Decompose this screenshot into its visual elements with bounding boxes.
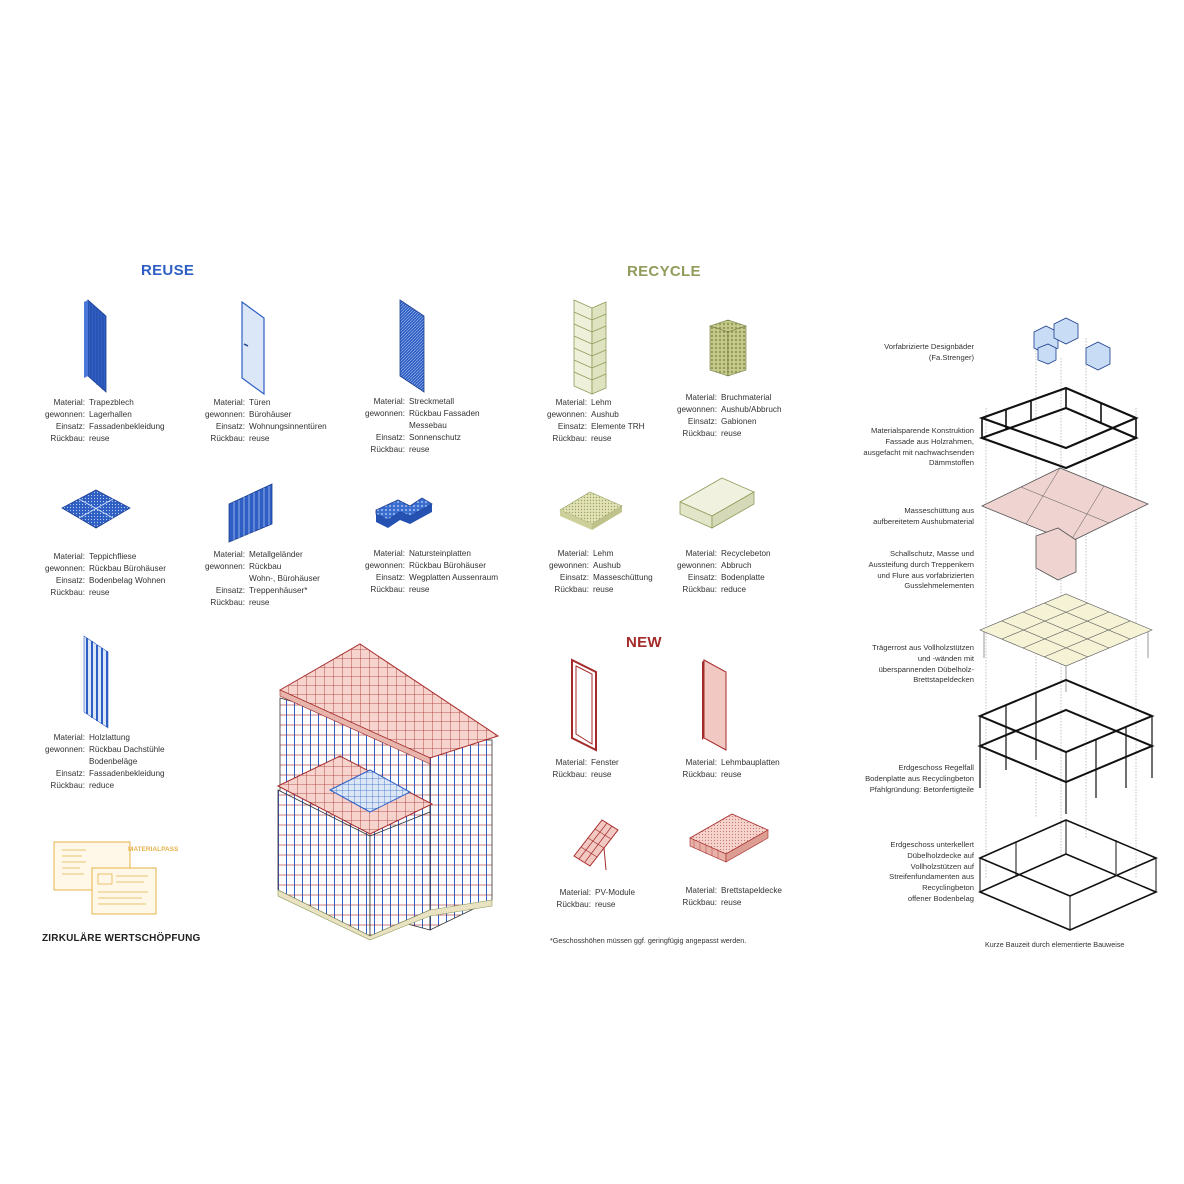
spec-fenster: Material:Fenster Rückbau:reuse bbox=[552, 758, 619, 779]
clay-blocks-icon bbox=[573, 299, 607, 395]
note-designbaeder: Vorfabrizierte Designbäder (Fa.Strenger) bbox=[884, 342, 974, 362]
footnote: *Geschosshöhen müssen ggf. geringfügig a… bbox=[550, 936, 747, 945]
note-erdgeschoss-unterkellert: Erdgeschoss unterkellert Dübelholzdecke … bbox=[889, 840, 974, 903]
heading-new: NEW bbox=[626, 634, 662, 651]
spec-brettstapeldecke: Material:Brettstapeldecke Rückbau:reuse bbox=[682, 886, 782, 907]
building-axonometry bbox=[276, 643, 500, 941]
spec-metallgelaender: Material:Metallgeländer gewonnen:Rückbau… bbox=[204, 550, 320, 607]
spec-holzlattung: Material:Holzlattung gewonnen:Rückbau Da… bbox=[44, 733, 165, 790]
carpet-tile-icon bbox=[61, 489, 131, 529]
note-traegerrost: Trägerrost aus Vollholzstützen und -wänd… bbox=[872, 643, 974, 685]
spec-teppichfliese: Material:Teppichfliese gewonnen:Rückbau … bbox=[44, 552, 166, 597]
materialpass-label: MATERIALPASS bbox=[128, 846, 179, 853]
spec-bruchmaterial: Material:Bruchmaterial gewonnen:Aushub/A… bbox=[676, 393, 782, 438]
pv-module-icon bbox=[573, 819, 619, 871]
spec-lehm-masse: Material:Lehm gewonnen:Aushub Einsatz:Ma… bbox=[548, 549, 653, 594]
window-icon bbox=[571, 658, 597, 752]
timber-slab-icon bbox=[689, 813, 769, 863]
spec-tueren: Material:Türen gewonnen:Bürohäuser Einsa… bbox=[204, 398, 327, 443]
note-schallschutz: Schallschutz, Masse und Aussteifung durc… bbox=[868, 549, 974, 591]
zirkulaere-wertschoepfung: ZIRKULÄRE WERTSCHÖPFUNG bbox=[42, 933, 201, 944]
spec-recyclebeton: Material:Recyclebeton gewonnen:Abbruch E… bbox=[676, 549, 771, 594]
note-masseschuettung: Masseschüttung aus aufbereitetem Aushubm… bbox=[873, 506, 974, 526]
spec-trapezblech: Material:Trapezblech gewonnen:Lagerhalle… bbox=[44, 398, 165, 443]
concrete-slab-icon bbox=[679, 477, 755, 529]
note-erdgeschoss-regelfall: Erdgeschoss Regelfall Bodenplatte aus Re… bbox=[865, 763, 974, 794]
materialpass-icon bbox=[53, 841, 157, 915]
clay-board-icon bbox=[702, 659, 727, 751]
door-icon bbox=[241, 300, 265, 396]
clay-fill-icon bbox=[559, 491, 623, 530]
spec-lehm-trh: Material:Lehm gewonnen:Aushub Einsatz:El… bbox=[546, 398, 645, 443]
trapezblech-icon bbox=[84, 299, 107, 393]
heading-recycle: RECYCLE bbox=[627, 263, 701, 280]
heading-reuse: REUSE bbox=[141, 262, 195, 279]
spec-lehmbauplatten: Material:Lehmbauplatten Rückbau:reuse bbox=[682, 758, 780, 779]
spec-streckmetall: Material:Streckmetall gewonnen:Rückbau F… bbox=[364, 397, 480, 454]
stone-slab-icon bbox=[375, 497, 433, 528]
explosion-caption: Kurze Bauzeit durch elementierte Bauweis… bbox=[985, 940, 1125, 949]
railing-icon bbox=[228, 483, 273, 543]
battens-icon bbox=[83, 635, 109, 729]
note-konstruktion: Materialsparende Konstruktion Fassade au… bbox=[863, 426, 974, 468]
spec-pv-module: Material:PV-Module Rückbau:reuse bbox=[556, 888, 636, 909]
gabion-icon bbox=[709, 319, 747, 377]
exploded-axonometry bbox=[977, 317, 1159, 931]
streckmetall-icon bbox=[399, 299, 425, 393]
spec-natursteinplatten: Material:Natursteinplatten gewonnen:Rück… bbox=[364, 549, 499, 594]
